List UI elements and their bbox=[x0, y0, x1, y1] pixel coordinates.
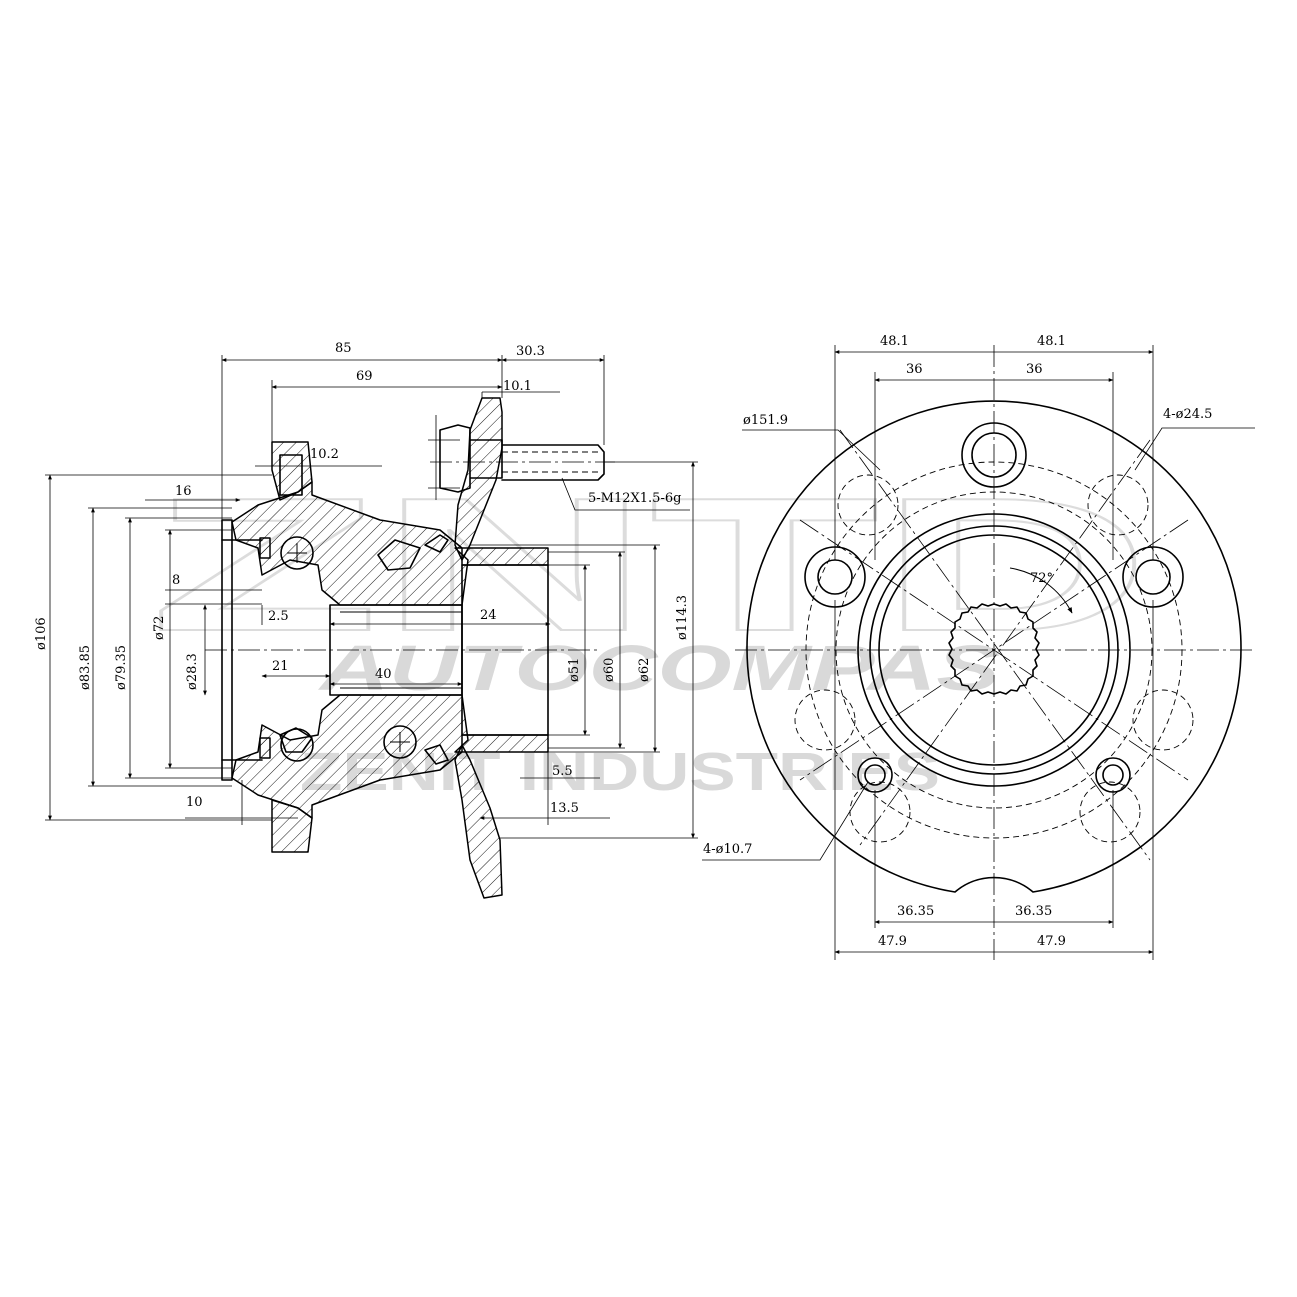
dim-36-35-left: 36.35 bbox=[897, 904, 934, 919]
dim-36-right: 36 bbox=[1026, 362, 1043, 377]
leader-24-5 bbox=[1134, 427, 1255, 471]
leader-151-9 bbox=[742, 429, 881, 471]
dim-5-5: 5.5 bbox=[552, 764, 573, 779]
outer-ring-outline bbox=[221, 519, 233, 781]
hub-circle-outer bbox=[857, 513, 1131, 787]
watermark-company: AUTOCOMPAS bbox=[317, 632, 1000, 704]
bolt-boss-lower bbox=[271, 799, 313, 853]
dim-2-5: 2.5 bbox=[268, 609, 289, 624]
seal-upper bbox=[424, 534, 449, 553]
dim-10-2: 10.2 bbox=[310, 447, 339, 462]
diag-line-1 bbox=[839, 429, 1151, 861]
large-hole-top bbox=[961, 422, 1027, 488]
dim-85: 85 bbox=[335, 341, 352, 356]
dia-60: ø60 bbox=[602, 658, 617, 682]
dia-83-85: ø83.85 bbox=[78, 645, 93, 690]
large-hole-ghost-ml bbox=[794, 689, 856, 751]
dia-79-35: ø79.35 bbox=[114, 645, 129, 690]
dim-48-1-left: 48.1 bbox=[880, 334, 909, 349]
roller-lower bbox=[279, 727, 313, 753]
large-hole-ghost-tr bbox=[1087, 474, 1149, 536]
flange-outline bbox=[746, 400, 1242, 893]
dim-69: 69 bbox=[356, 369, 373, 384]
ball-upper bbox=[280, 536, 314, 570]
seal-lower bbox=[424, 744, 449, 765]
hub-circle-inner bbox=[869, 525, 1119, 775]
stud-leader bbox=[561, 477, 690, 511]
dim-47-9-left: 47.9 bbox=[878, 934, 907, 949]
dim-40: 40 bbox=[375, 667, 392, 682]
stud-note: 5-M12X1.5-6g bbox=[588, 491, 681, 506]
dim-10-1: 10.1 bbox=[503, 379, 532, 394]
holes-24-5: 4-ø24.5 bbox=[1163, 407, 1212, 422]
ball-lower-right bbox=[383, 725, 417, 759]
roller-upper bbox=[377, 539, 421, 571]
diag-line-2 bbox=[859, 439, 1151, 846]
dim-10: 10 bbox=[186, 795, 203, 810]
dia-72: ø72 bbox=[152, 616, 167, 640]
dim-48-1-right: 48.1 bbox=[1037, 334, 1066, 349]
dia-151-9: ø151.9 bbox=[743, 413, 788, 428]
flange-lower bbox=[454, 744, 503, 899]
dim-21: 21 bbox=[272, 659, 289, 674]
dim-24: 24 bbox=[480, 608, 497, 623]
seal-left-lower bbox=[259, 737, 271, 759]
front-view: 72° 48.1 48.1 36 36 ø151.9 4-ø24.5 4-ø10… bbox=[702, 334, 1255, 960]
angle-arc-72 bbox=[1009, 567, 1073, 614]
large-hole-ghost-br bbox=[1079, 781, 1141, 843]
large-hole-top-inner bbox=[971, 432, 1017, 478]
dim-36-left: 36 bbox=[906, 362, 923, 377]
dim-30-3: 30.3 bbox=[516, 344, 545, 359]
dim-16: 16 bbox=[175, 484, 192, 499]
angle-72: 72° bbox=[1030, 571, 1053, 586]
large-hole-ghost-mr bbox=[1132, 689, 1194, 751]
holes-10-7: 4-ø10.7 bbox=[703, 842, 752, 857]
dia-62: ø62 bbox=[637, 658, 652, 682]
bolt-circle bbox=[805, 461, 1183, 839]
dia-106: ø106 bbox=[34, 617, 49, 650]
leader-10-7 bbox=[702, 781, 869, 861]
dim-47-9-right: 47.9 bbox=[1037, 934, 1066, 949]
small-hole-bl-inner bbox=[864, 764, 886, 786]
pilot-circle-outer bbox=[835, 491, 1153, 809]
dia-114-3: ø114.3 bbox=[675, 595, 690, 640]
diag-line-4 bbox=[799, 519, 1189, 781]
hub-circle-bore bbox=[878, 534, 1110, 766]
dim-36-35-right: 36.35 bbox=[1015, 904, 1052, 919]
dia-51: ø51 bbox=[567, 658, 582, 682]
seal-left-upper bbox=[259, 537, 271, 559]
dim-8: 8 bbox=[172, 573, 180, 588]
dim-13-5: 13.5 bbox=[550, 801, 579, 816]
splined-bore bbox=[948, 603, 1040, 695]
small-hole-br bbox=[1095, 757, 1131, 793]
dia-28-3: ø28.3 bbox=[185, 653, 200, 690]
section-view: 85 30.3 69 10.1 10.2 16 8 2.5 bbox=[34, 341, 698, 899]
small-hole-br-inner bbox=[1102, 764, 1124, 786]
bolt-hole-upper bbox=[279, 454, 303, 496]
large-hole-ghost-tl bbox=[837, 474, 899, 536]
